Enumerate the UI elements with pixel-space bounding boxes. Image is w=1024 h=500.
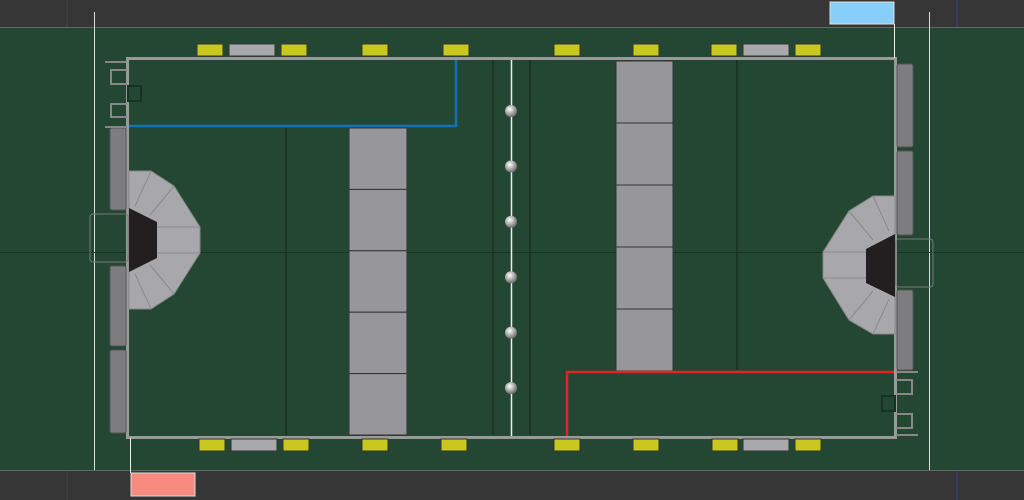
ball — [505, 105, 517, 117]
ball — [505, 160, 517, 173]
yellow-marker — [361, 43, 389, 57]
wall-panel — [109, 265, 127, 347]
tile — [615, 308, 674, 372]
yellow-marker — [553, 438, 581, 452]
yellow-marker — [632, 43, 660, 57]
right-ladder — [881, 371, 918, 436]
tile — [615, 184, 674, 248]
right-hub-core — [866, 234, 895, 297]
yellow-marker — [794, 438, 822, 452]
tile — [348, 311, 408, 375]
field-lines — [285, 60, 738, 435]
right-hub — [822, 195, 934, 335]
red-driver-station[interactable] — [130, 472, 196, 497]
wall-panel — [896, 150, 914, 236]
wall-panels — [109, 63, 914, 434]
tile — [348, 188, 408, 252]
balls — [505, 105, 517, 394]
yellow-marker — [280, 43, 308, 57]
yellow-marker — [196, 43, 224, 57]
wall-panel — [896, 289, 914, 371]
tile — [348, 127, 408, 190]
left-hub-frame — [89, 213, 129, 263]
gray-marker — [742, 43, 790, 57]
tile — [615, 246, 674, 310]
ball — [505, 271, 517, 284]
yellow-marker — [710, 43, 738, 57]
yellow-marker — [361, 438, 389, 452]
yellow-marker — [711, 438, 739, 452]
red-path — [565, 370, 894, 436]
ball — [505, 382, 517, 394]
ball — [505, 326, 517, 339]
yellow-marker — [553, 43, 581, 57]
tile — [348, 250, 408, 313]
wall-panel — [109, 349, 127, 434]
left-hub-core — [129, 208, 157, 272]
yellow-marker — [632, 438, 660, 452]
yellow-marker — [282, 438, 310, 452]
tile — [615, 122, 674, 186]
blue-path — [129, 60, 458, 128]
left-hub — [89, 170, 201, 310]
gray-marker — [230, 438, 278, 452]
wall-panel — [109, 127, 127, 211]
yellow-marker — [794, 43, 822, 57]
wall-panel — [896, 63, 914, 148]
yellow-marker — [198, 438, 226, 452]
gray-marker — [742, 438, 790, 452]
yellow-marker — [442, 43, 470, 57]
right-tile-column — [615, 60, 674, 372]
markers — [196, 43, 822, 452]
tile — [348, 373, 408, 436]
blue-driver-station[interactable] — [829, 1, 895, 25]
tile — [615, 60, 674, 124]
right-hub-frame — [895, 238, 934, 288]
ball — [505, 215, 517, 228]
left-ladder — [105, 61, 142, 128]
left-tile-column — [348, 127, 408, 436]
yellow-marker — [440, 438, 468, 452]
gray-marker — [228, 43, 276, 57]
